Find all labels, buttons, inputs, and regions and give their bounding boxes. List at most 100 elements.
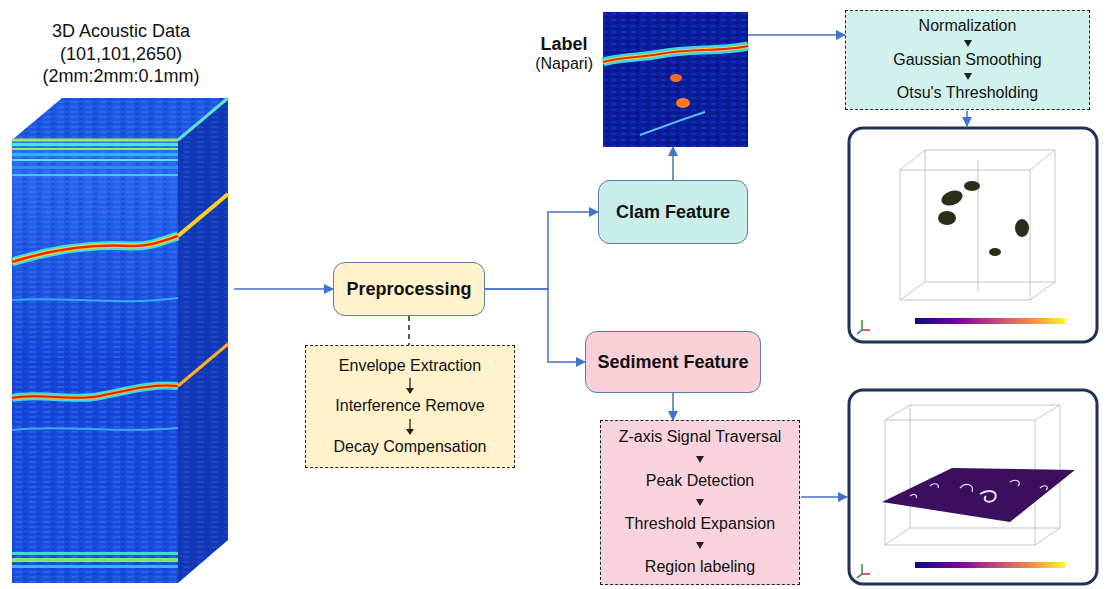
image-layer: [603, 46, 748, 62]
axis: [857, 574, 862, 578]
wave: [12, 236, 178, 262]
step-arrow-icon: [960, 72, 976, 81]
wire: [925, 150, 1055, 282]
step-list-box: Envelope ExtractionInterference RemoveDe…: [305, 345, 515, 468]
colorbar: [915, 318, 1065, 324]
hole: [960, 485, 973, 492]
band: [12, 159, 178, 161]
blob: [939, 188, 964, 209]
wave: [12, 386, 178, 398]
band: [12, 558, 178, 562]
wire: [978, 160, 979, 292]
step-arrow-icon: [692, 498, 708, 507]
cube-edge: [178, 98, 228, 140]
node-text: Interference Remove: [335, 397, 484, 415]
step-arrow: [692, 498, 708, 507]
hole: [1010, 480, 1019, 486]
feature-box: Sediment Feature: [585, 331, 761, 393]
text-group: Label(Napari): [535, 34, 593, 73]
step-arrow: [402, 377, 418, 395]
hole: [930, 484, 938, 488]
node-heading: 3D Acoustic Data: [8, 20, 234, 43]
data-cube: 3D Acoustic Data(101,101,2650)(2mm:2mm:0…: [8, 12, 234, 584]
text-group: Preprocessing: [346, 279, 471, 300]
panel-arrow: [801, 496, 847, 498]
step-arrow: [692, 541, 708, 550]
connector-arrow: [672, 393, 674, 420]
wave: [12, 298, 178, 301]
arrow-head: [696, 456, 704, 463]
step-list-box: Z-axis Signal TraversalPeak DetectionThr…: [600, 420, 800, 585]
cube-top-bands: [12, 143, 178, 176]
process-box: Preprocessing: [333, 262, 485, 316]
node-text: Peak Detection: [646, 472, 755, 490]
cube-top: [12, 98, 228, 140]
wave: [178, 194, 228, 236]
wire: [885, 528, 910, 545]
panel-arrow: [966, 111, 968, 126]
cube-front-texture: [12, 140, 178, 583]
connector-arrow: [485, 212, 598, 289]
clam-label-blob: [676, 98, 690, 108]
feature-box: Clam Feature: [598, 180, 748, 244]
image-texture: [603, 12, 748, 147]
axis: [862, 573, 870, 575]
wave: [12, 386, 178, 398]
axis: [861, 564, 863, 574]
cube-edge: [12, 139, 178, 142]
text-group: Envelope ExtractionInterference RemoveDe…: [334, 357, 487, 456]
cube-top-texture: [12, 98, 228, 140]
label-image: [603, 12, 748, 147]
axis: [861, 320, 863, 330]
arrow-head: [964, 40, 972, 47]
blob: [1015, 219, 1029, 237]
connector-arrow: [408, 316, 410, 345]
step-arrow-icon: [402, 377, 418, 395]
node-heading: Normalization: [919, 17, 1017, 35]
node-heading: Label: [535, 34, 593, 55]
acoustic-cube: [12, 98, 228, 583]
image-layer: [603, 46, 748, 62]
image-layer: [640, 112, 705, 135]
clam-blobs: [938, 181, 1029, 256]
wave: [12, 386, 178, 398]
node-text: Decay Compensation: [334, 438, 487, 456]
clam-label-blob: [670, 74, 682, 82]
step-arrow: [960, 72, 976, 81]
node-heading: Z-axis Signal Traversal: [619, 428, 782, 446]
node-heading: Preprocessing: [346, 279, 471, 300]
panel-frame: [849, 390, 1097, 584]
wire: [900, 170, 1030, 300]
text-group: Clam Feature: [616, 202, 730, 223]
sediment-surface: [882, 468, 1075, 522]
wire: [900, 282, 925, 300]
wave: [12, 236, 178, 262]
connector-arrow: [672, 147, 674, 180]
band: [12, 166, 178, 169]
axis-icon: [857, 320, 870, 334]
step-arrow-icon: [402, 418, 418, 436]
wire: [1035, 405, 1060, 420]
band: [12, 143, 178, 146]
node-text: Threshold Expansion: [625, 515, 775, 533]
clam-3d-panel: [849, 128, 1097, 342]
node-text: (2mm:2mm:0.1mm): [8, 65, 234, 88]
band: [12, 148, 178, 150]
hole: [910, 495, 917, 498]
arrow-head: [696, 499, 704, 506]
axis: [857, 330, 862, 334]
hole: [980, 491, 996, 502]
wire: [1035, 528, 1060, 545]
wire: [1030, 282, 1055, 300]
wireframe: [900, 150, 1055, 300]
band: [12, 174, 178, 176]
hole: [1040, 486, 1047, 490]
step-arrow-icon: [692, 541, 708, 550]
cube-front: [12, 140, 178, 583]
band: [12, 153, 178, 156]
wire: [900, 150, 925, 170]
node-heading: Sediment Feature: [597, 352, 748, 373]
arrow-head: [964, 73, 972, 80]
axis-icon: [857, 564, 870, 578]
